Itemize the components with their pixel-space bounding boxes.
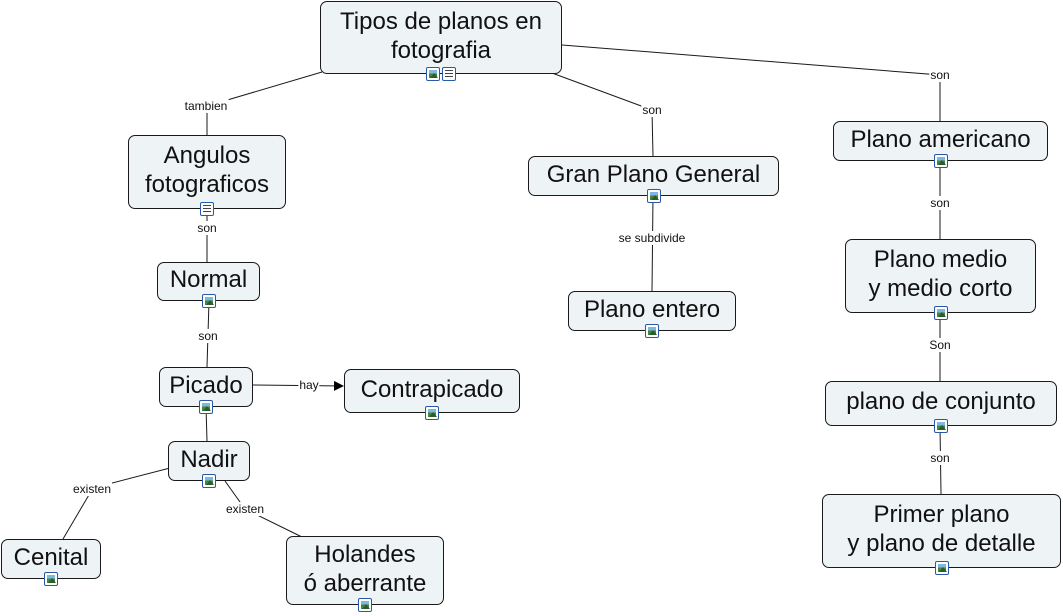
link-label-nadir-holandes: existen	[224, 502, 266, 516]
node-primer-plano[interactable]: Primer plano y plano de detalle	[822, 494, 1061, 575]
node-icons	[646, 189, 661, 203]
image-icon[interactable]	[426, 67, 440, 81]
connector-picado-contrapicado	[252, 380, 344, 391]
node-nadir[interactable]: Nadir	[168, 441, 250, 488]
node-contrapicado[interactable]: Contrapicado	[344, 369, 520, 420]
link-label-gpg-entero: se subdivide	[617, 231, 687, 245]
node-cenital[interactable]: Cenital	[1, 539, 101, 586]
image-icon[interactable]	[201, 294, 216, 308]
node-holandes-o-aberrante[interactable]: Holandes ó aberrante	[286, 536, 444, 612]
image-icon[interactable]	[202, 474, 216, 488]
node-angulos-fotograficos[interactable]: Angulos fotograficos	[128, 135, 286, 216]
link-label-root-americano: son	[929, 68, 951, 82]
node-icons	[44, 572, 58, 586]
node-label: Gran Plano General	[546, 160, 761, 188]
link-label-normal-picado: son	[197, 329, 219, 343]
node-label: Primer plano y plano de detalle	[847, 501, 1036, 557]
image-icon[interactable]	[934, 419, 948, 433]
node-icons	[426, 67, 456, 81]
node-icons	[201, 294, 216, 308]
node-icons	[645, 324, 659, 338]
image-icon[interactable]	[199, 400, 213, 414]
node-label: Angulos fotograficos	[144, 142, 270, 198]
connector-root-americano	[561, 44, 941, 121]
node-label: Picado	[169, 371, 243, 399]
node-icons	[425, 406, 439, 420]
link-label-medio-conjunto: Son	[928, 338, 952, 352]
node-plano-entero[interactable]: Plano entero	[568, 291, 736, 338]
link-label-americano-medio: son	[929, 196, 951, 210]
node-plano-americano[interactable]: Plano americano	[833, 121, 1048, 168]
connector-root-gpg	[551, 72, 654, 157]
node-label: plano de conjunto	[846, 388, 1036, 415]
node-label: Plano entero	[583, 295, 721, 323]
node-label: Holandes ó aberrante	[303, 540, 427, 597]
image-icon[interactable]	[933, 154, 948, 168]
link-label-root-gpg: son	[641, 103, 663, 117]
node-plano-de-conjunto[interactable]: plano de conjunto	[825, 381, 1057, 433]
link-label-angulos-normal: son	[196, 221, 218, 235]
image-icon[interactable]	[934, 561, 949, 575]
document-icon[interactable]	[200, 202, 214, 216]
node-label: Contrapicado	[360, 375, 504, 403]
image-icon[interactable]	[933, 306, 948, 320]
node-label: Plano medio y medio corto	[868, 246, 1013, 302]
node-icons	[202, 474, 216, 488]
node-label: Plano americano	[850, 125, 1031, 153]
link-label-picado-contrapicado: hay	[298, 378, 320, 392]
image-icon[interactable]	[358, 598, 372, 612]
node-label: Normal	[169, 266, 248, 293]
node-plano-medio[interactable]: Plano medio y medio corto	[845, 239, 1036, 320]
node-icons	[933, 306, 948, 320]
node-picado[interactable]: Picado	[159, 367, 253, 414]
node-icons	[934, 561, 949, 575]
document-icon[interactable]	[442, 67, 456, 81]
node-label: Nadir	[180, 445, 238, 473]
connector-nadir-cenital	[62, 467, 171, 540]
link-label-root-angulos: tambien	[183, 99, 229, 113]
node-icons	[200, 202, 214, 216]
image-icon[interactable]	[425, 406, 439, 420]
node-label: Cenital	[13, 543, 89, 571]
node-icons	[933, 154, 948, 168]
image-icon[interactable]	[645, 324, 659, 338]
node-tipos-de-planos[interactable]: Tipos de planos en fotografia	[320, 1, 562, 81]
node-label: Tipos de planos en fotografia	[340, 7, 542, 64]
node-icons	[934, 419, 948, 433]
node-normal[interactable]: Normal	[157, 262, 260, 308]
link-label-nadir-cenital: existen	[71, 482, 113, 496]
node-icons	[358, 598, 372, 612]
node-gran-plano-general[interactable]: Gran Plano General	[528, 156, 779, 203]
node-icons	[199, 400, 213, 414]
image-icon[interactable]	[44, 572, 58, 586]
image-icon[interactable]	[646, 189, 661, 203]
link-label-conjunto-primer: son	[929, 451, 951, 465]
